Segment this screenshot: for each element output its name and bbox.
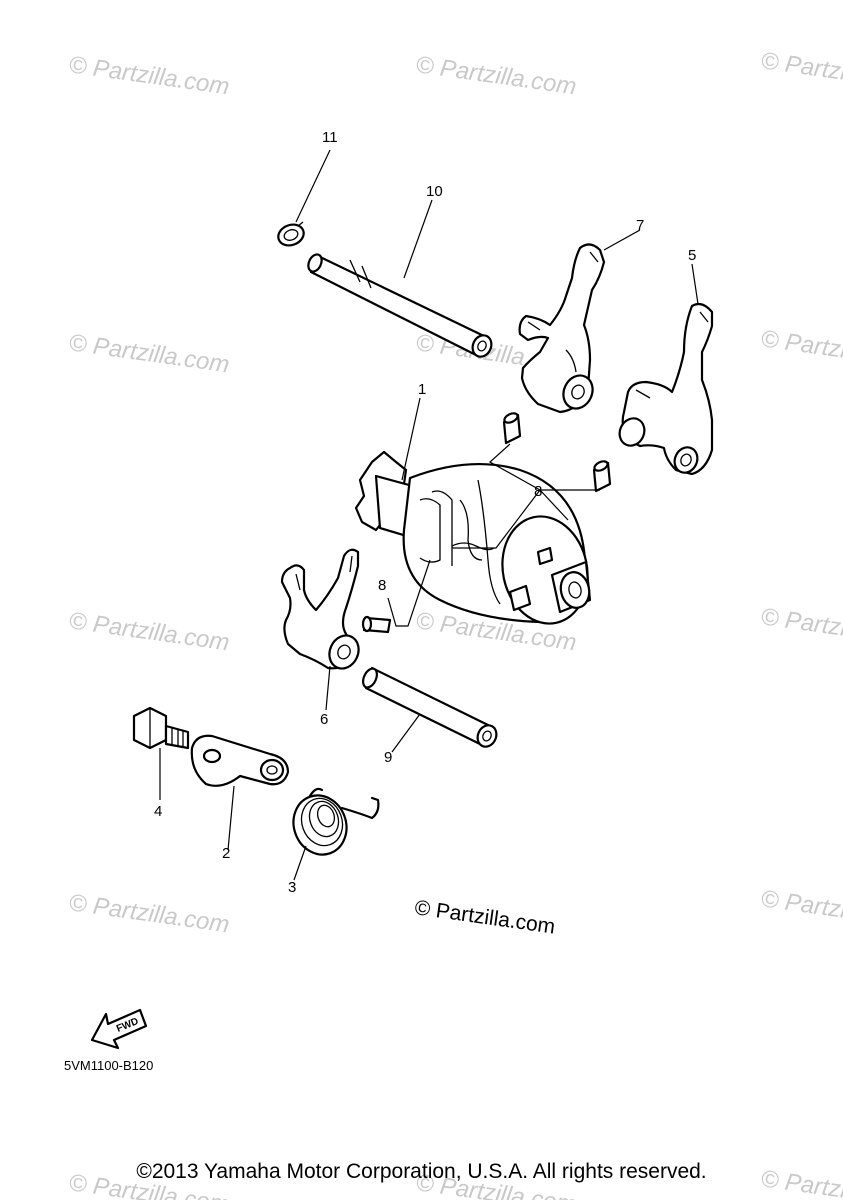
callout-4: 4	[154, 803, 162, 820]
part-11-circlip[interactable]	[275, 221, 306, 249]
callout-2: 2	[222, 845, 230, 862]
watermark: © Partzilla.com	[759, 603, 843, 652]
diagram-code: 5VM1100-B120	[64, 1058, 153, 1073]
watermark: © Partzilla.com	[67, 889, 231, 938]
leader-lines	[159, 149, 699, 881]
callouts: 11 10 7 5 1 8 8 6 9 4 2 3	[154, 129, 696, 896]
part-8-pin-upper-left[interactable]	[502, 411, 522, 445]
part-7-shift-fork[interactable]	[518, 243, 606, 414]
callout-7: 7	[636, 217, 644, 234]
part-5-shift-fork[interactable]	[615, 302, 714, 476]
partzilla-watermark: © Partzilla.com	[413, 896, 556, 938]
part-6-shift-fork[interactable]	[280, 548, 364, 674]
watermark-grid: © Partzilla.com © Partzilla.com © Partzi…	[67, 47, 843, 1200]
part-8-pin-upper-right[interactable]	[592, 459, 612, 493]
callout-8: 8	[534, 483, 542, 500]
watermark: © Partzilla.com	[759, 47, 843, 96]
part-10-guide-bar[interactable]	[306, 252, 495, 359]
part-1-shift-cam[interactable]	[354, 450, 597, 632]
part-3-torsion-spring[interactable]	[285, 787, 380, 862]
part-9-guide-bar[interactable]	[360, 666, 499, 749]
watermark: © Partzilla.com	[67, 607, 231, 656]
callout-6: 6	[320, 711, 328, 728]
part-4-bolt[interactable]	[132, 706, 190, 750]
watermark: © Partzilla.com	[67, 329, 231, 378]
callout-11: 11	[322, 129, 338, 146]
callout-1: 1	[418, 381, 426, 398]
copyright-notice: ©2013 Yamaha Motor Corporation, U.S.A. A…	[136, 1160, 707, 1183]
callout-3: 3	[288, 879, 296, 896]
watermark: © Partzilla.com	[759, 885, 843, 934]
fwd-arrow-icon: FWD	[90, 1008, 148, 1050]
watermark: © Partzilla.com	[67, 51, 231, 100]
callout-8: 8	[378, 577, 386, 594]
watermark: © Partzilla.com	[759, 325, 843, 374]
callout-10: 10	[426, 183, 443, 200]
watermark: © Partzilla.com	[414, 51, 578, 100]
callout-5: 5	[688, 247, 696, 264]
part-8-pin-lower[interactable]	[361, 615, 392, 634]
part-2-stopper-lever[interactable]	[190, 734, 290, 787]
callout-9: 9	[384, 749, 392, 766]
